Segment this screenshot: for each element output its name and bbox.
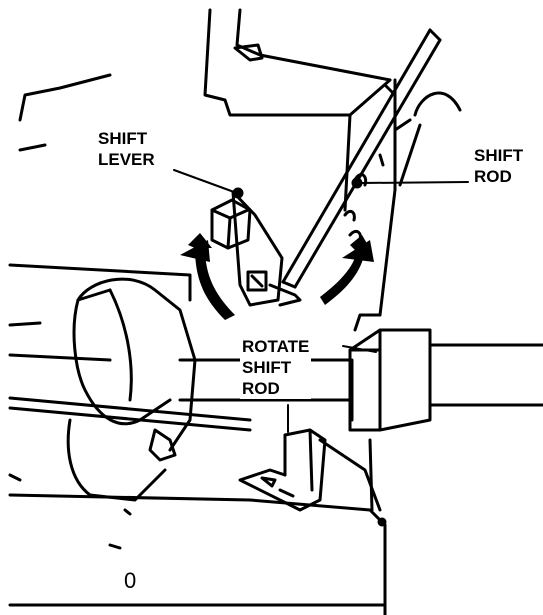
shift-rod-collar [348,328,543,432]
right-panel [343,83,397,332]
label-rotate-shift-rod-line1: ROTATE [242,337,310,356]
deck-mark: 0 [124,568,137,593]
wheel [66,277,197,502]
label-shift-rod-line2: ROD [474,167,512,186]
rod-pivot-dot [351,177,363,189]
shift-rod-handle [281,28,462,289]
rotate-arrow-right-icon [320,235,374,305]
label-shift-lever-line2: LEVER [98,150,155,169]
leader-lines [173,169,469,433]
label-rotate-shift-rod-line2: SHIFT [242,358,292,377]
label-shift-rod: SHIFT ROD [474,145,523,187]
base-deck [8,438,387,615]
axle-lines [8,263,352,482]
label-shift-lever-line1: SHIFT [98,129,148,148]
rotate-arrow-left-icon [180,233,235,320]
label-rotate-shift-rod-line3: ROD [242,379,280,398]
upper-housing [18,8,412,212]
label-shift-rod-line1: SHIFT [474,146,524,165]
lower-bracket [238,428,327,512]
label-shift-lever: SHIFT LEVER [98,128,155,170]
label-rotate-shift-rod: ROTATE SHIFT ROD [240,336,312,399]
shift-lever-bracket [210,190,302,307]
lever-pivot-dot [232,187,244,199]
